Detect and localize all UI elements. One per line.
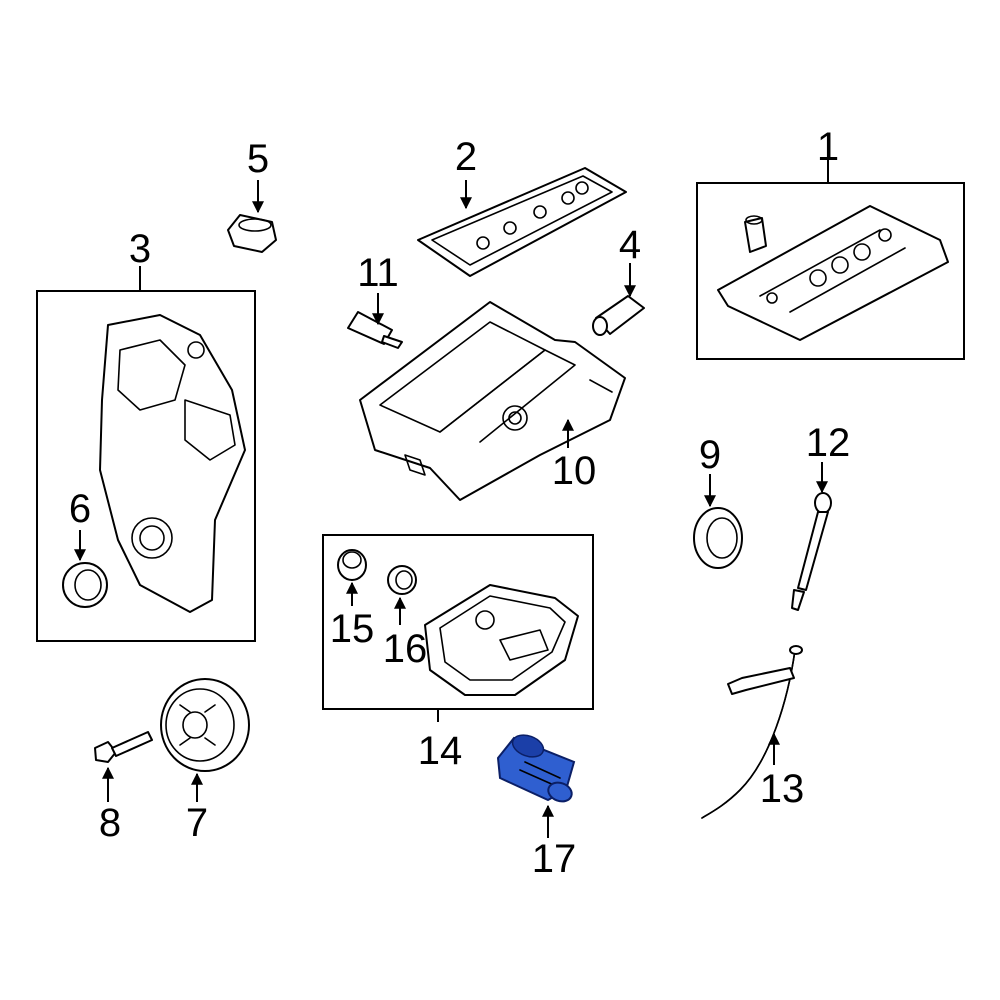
callout-9[interactable]: 9 (699, 433, 721, 477)
part-15-drain-plug[interactable] (337, 549, 367, 581)
part-8-pulley-bolt[interactable] (94, 731, 153, 763)
part-1-group-box (696, 182, 965, 360)
callout-1[interactable]: 1 (817, 125, 839, 169)
part-17-oil-filter[interactable] (496, 731, 576, 804)
callout-2[interactable]: 2 (455, 135, 477, 179)
callout-15[interactable]: 15 (330, 607, 375, 651)
callout-numbers: 1 2 3 4 5 6 7 8 9 10 11 12 13 14 15 16 1… (69, 125, 850, 881)
callout-16[interactable]: 16 (383, 627, 428, 671)
part-10-upper-oil-pan[interactable] (359, 301, 626, 501)
part-11-rtv-sealant[interactable] (347, 311, 403, 349)
callout-3[interactable]: 3 (129, 227, 151, 271)
callout-13[interactable]: 13 (760, 767, 805, 811)
callout-11[interactable]: 11 (357, 251, 399, 295)
part-3-group-box (36, 290, 256, 642)
part-14-lower-oil-pan[interactable] (322, 534, 594, 710)
callout-14[interactable]: 14 (418, 729, 463, 773)
part-13-dipstick-tube[interactable] (701, 645, 803, 819)
callout-leaders (74, 160, 829, 838)
part-12-dipstick[interactable] (791, 492, 832, 611)
callout-17[interactable]: 17 (532, 837, 577, 881)
part-1-valve-cover-assembly[interactable] (696, 170, 965, 360)
part-9-rear-main-seal[interactable] (693, 507, 743, 569)
callout-8[interactable]: 8 (99, 801, 121, 845)
callout-5[interactable]: 5 (247, 137, 269, 181)
callout-7[interactable]: 7 (186, 801, 208, 845)
part-3-timing-cover[interactable] (36, 278, 256, 642)
part-5-oil-filler-cap[interactable] (227, 214, 277, 253)
part-4-sealant-tube[interactable] (592, 295, 645, 336)
callout-6[interactable]: 6 (69, 487, 91, 531)
part-14-group-box (322, 534, 594, 710)
callout-12[interactable]: 12 (806, 421, 851, 465)
part-2-valve-cover-gasket[interactable] (417, 167, 627, 277)
part-16-drain-plug-gasket[interactable] (387, 565, 417, 595)
part-6-front-crank-seal[interactable] (62, 562, 108, 608)
callout-4[interactable]: 4 (619, 223, 641, 267)
callout-10[interactable]: 10 (552, 449, 597, 493)
part-7-crank-pulley[interactable] (160, 678, 250, 772)
